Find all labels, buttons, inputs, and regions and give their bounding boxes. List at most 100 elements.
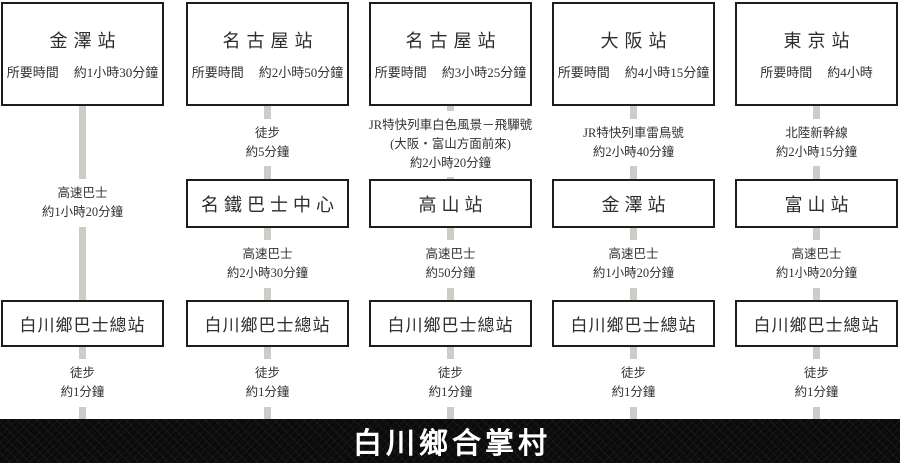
- leg-mode: 高速巴士: [425, 247, 476, 262]
- total-duration: 所要時間 約2小時50分鐘: [192, 62, 344, 81]
- leg-time: 約2小時40分鐘: [592, 144, 675, 159]
- walk-time: 約1分鐘: [611, 385, 656, 399]
- route-line: [264, 106, 271, 119]
- connector-leg: 高速巴士 約2小時30分鐘: [186, 228, 349, 300]
- origin-station-box: 大阪站 所要時間 約4小時15分鐘: [552, 2, 715, 106]
- route-line: [264, 406, 271, 419]
- origin-station-box: 名古屋站 所要時間 約2小時50分鐘: [186, 2, 349, 106]
- duration-value: 約3小時25分鐘: [441, 65, 527, 80]
- leg-label: JR特快列車白色風景－飛驒號 (大阪・富山方面前來) 約2小時20分鐘: [367, 111, 534, 177]
- final-stop-name: 白川鄉巴士總站: [570, 316, 697, 335]
- total-duration: 所要時間 約1小時30分鐘: [7, 62, 159, 81]
- route-line: [79, 347, 86, 360]
- route-line: [813, 287, 820, 300]
- leg-mode: 高速巴士: [791, 247, 842, 262]
- route-column-tokyo: 東京站 所要時間 約4小時 北陸新幹線 約2小時15分鐘 富山站 高速巴士 約1…: [735, 0, 898, 419]
- connector-leg: JR特快列車雷鳥號 約2小時40分鐘: [552, 106, 715, 179]
- connector-leg: 高速巴士 約50分鐘: [369, 228, 532, 300]
- route-line: [264, 347, 271, 360]
- origin-station-name: 東京站: [783, 31, 856, 51]
- total-duration: 所要時間 約4小時: [760, 62, 873, 81]
- walk-mode: 徒步: [254, 366, 280, 381]
- route-column-kanazawa: 金澤站 所要時間 約1小時30分鐘 高速巴士 約1小時20分鐘 白川鄉巴士總站 …: [1, 0, 164, 419]
- mid-stop-name: 富山站: [784, 194, 854, 215]
- walk-mode: 徒步: [803, 366, 829, 381]
- leg-time: 約2小時20分鐘: [409, 155, 492, 170]
- route-line: [264, 228, 271, 241]
- origin-station-box: 金澤站 所要時間 約1小時30分鐘: [1, 2, 164, 106]
- connector-leg: 徒步 約5分鐘: [186, 106, 349, 179]
- mid-stop-box: 富山站: [735, 179, 898, 228]
- final-stop-name: 白川鄉巴士總站: [19, 316, 146, 335]
- walk-label: 徒步 約1分鐘: [610, 359, 658, 407]
- walk-time: 約1分鐘: [245, 385, 290, 399]
- walk-time: 約1分鐘: [794, 385, 839, 399]
- total-duration: 所要時間 約4小時15分鐘: [558, 62, 710, 81]
- mid-stop-name: 名鐵巴士中心: [201, 194, 339, 215]
- duration-prefix-label: 所要時間: [374, 65, 427, 80]
- walk-mode: 徒步: [437, 366, 463, 381]
- route-line: [630, 166, 637, 179]
- final-stop-name: 白川鄉巴士總站: [204, 316, 331, 335]
- total-duration: 所要時間 約3小時25分鐘: [375, 62, 527, 81]
- destination-name: 白川鄉合掌村: [352, 428, 551, 460]
- leg-note: (大阪・富山方面前來): [390, 136, 511, 151]
- route-line: [447, 347, 454, 360]
- walk-label: 徒步 約1分鐘: [59, 359, 107, 407]
- duration-value: 約4小時: [827, 65, 873, 80]
- route-line: [813, 228, 820, 241]
- duration-prefix-label: 所要時間: [6, 65, 59, 80]
- leg-time: 約50分鐘: [425, 266, 476, 280]
- duration-prefix-label: 所要時間: [760, 65, 813, 80]
- route-line: [447, 106, 454, 111]
- leg-mode: 徒步: [254, 125, 280, 140]
- connector-walk: 徒步 約1分鐘: [552, 347, 715, 419]
- route-line: [630, 406, 637, 419]
- route-line: [813, 106, 820, 119]
- route-line: [630, 106, 637, 119]
- leg-label: 高速巴士 約1小時20分鐘: [40, 179, 125, 227]
- duration-prefix-label: 所要時間: [191, 65, 244, 80]
- mid-stop-box: 金澤站: [552, 179, 715, 228]
- final-stop-box: 白川鄉巴士總站: [552, 300, 715, 347]
- leg-time: 約5分鐘: [245, 144, 290, 159]
- origin-station-box: 東京站 所要時間 約4小時: [735, 2, 898, 106]
- connector-leg: 高速巴士 約1小時20分鐘: [735, 228, 898, 300]
- leg-label: 高速巴士 約1小時20分鐘: [591, 240, 676, 288]
- leg-mode: 高速巴士: [242, 247, 293, 262]
- route-line: [447, 228, 454, 241]
- route-line: [630, 228, 637, 241]
- walk-time: 約1分鐘: [428, 385, 473, 399]
- mid-stop-name: 金澤站: [601, 194, 671, 215]
- route-line: [79, 226, 86, 300]
- route-line: [447, 406, 454, 419]
- connector-leg: 北陸新幹線 約2小時15分鐘: [735, 106, 898, 179]
- origin-station-name: 名古屋站: [222, 31, 319, 51]
- leg-mode: 高速巴士: [57, 186, 108, 201]
- route-line: [813, 166, 820, 179]
- connector-leg: JR特快列車白色風景－飛驒號 (大阪・富山方面前來) 約2小時20分鐘: [367, 106, 534, 183]
- leg-time: 約2小時30分鐘: [226, 266, 309, 280]
- leg-label: 徒步 約5分鐘: [244, 119, 292, 167]
- leg-label: 北陸新幹線 約2小時15分鐘: [774, 119, 859, 167]
- origin-station-name: 金澤站: [49, 31, 122, 51]
- route-line: [630, 347, 637, 360]
- final-stop-box: 白川鄉巴士總站: [369, 300, 532, 347]
- final-stop-name: 白川鄉巴士總站: [387, 316, 514, 335]
- leg-time: 約1小時20分鐘: [592, 266, 675, 280]
- final-stop-box: 白川鄉巴士總站: [1, 300, 164, 347]
- duration-value: 約4小時15分鐘: [624, 65, 710, 80]
- walk-mode: 徒步: [69, 366, 95, 381]
- final-stop-name: 白川鄉巴士總站: [753, 316, 880, 335]
- duration-value: 約1小時30分鐘: [73, 65, 159, 80]
- leg-time: 約1小時20分鐘: [41, 205, 124, 219]
- origin-station-box: 名古屋站 所要時間 約3小時25分鐘: [369, 2, 532, 106]
- connector-walk: 徒步 約1分鐘: [369, 347, 532, 419]
- walk-mode: 徒步: [620, 366, 646, 381]
- route-line: [813, 406, 820, 419]
- connector-walk: 徒步 約1分鐘: [735, 347, 898, 419]
- walk-time: 約1分鐘: [60, 385, 105, 399]
- walk-label: 徒步 約1分鐘: [427, 359, 475, 407]
- walk-label: 徒步 約1分鐘: [793, 359, 841, 407]
- leg-mode: JR特快列車白色風景－飛驒號: [368, 118, 533, 132]
